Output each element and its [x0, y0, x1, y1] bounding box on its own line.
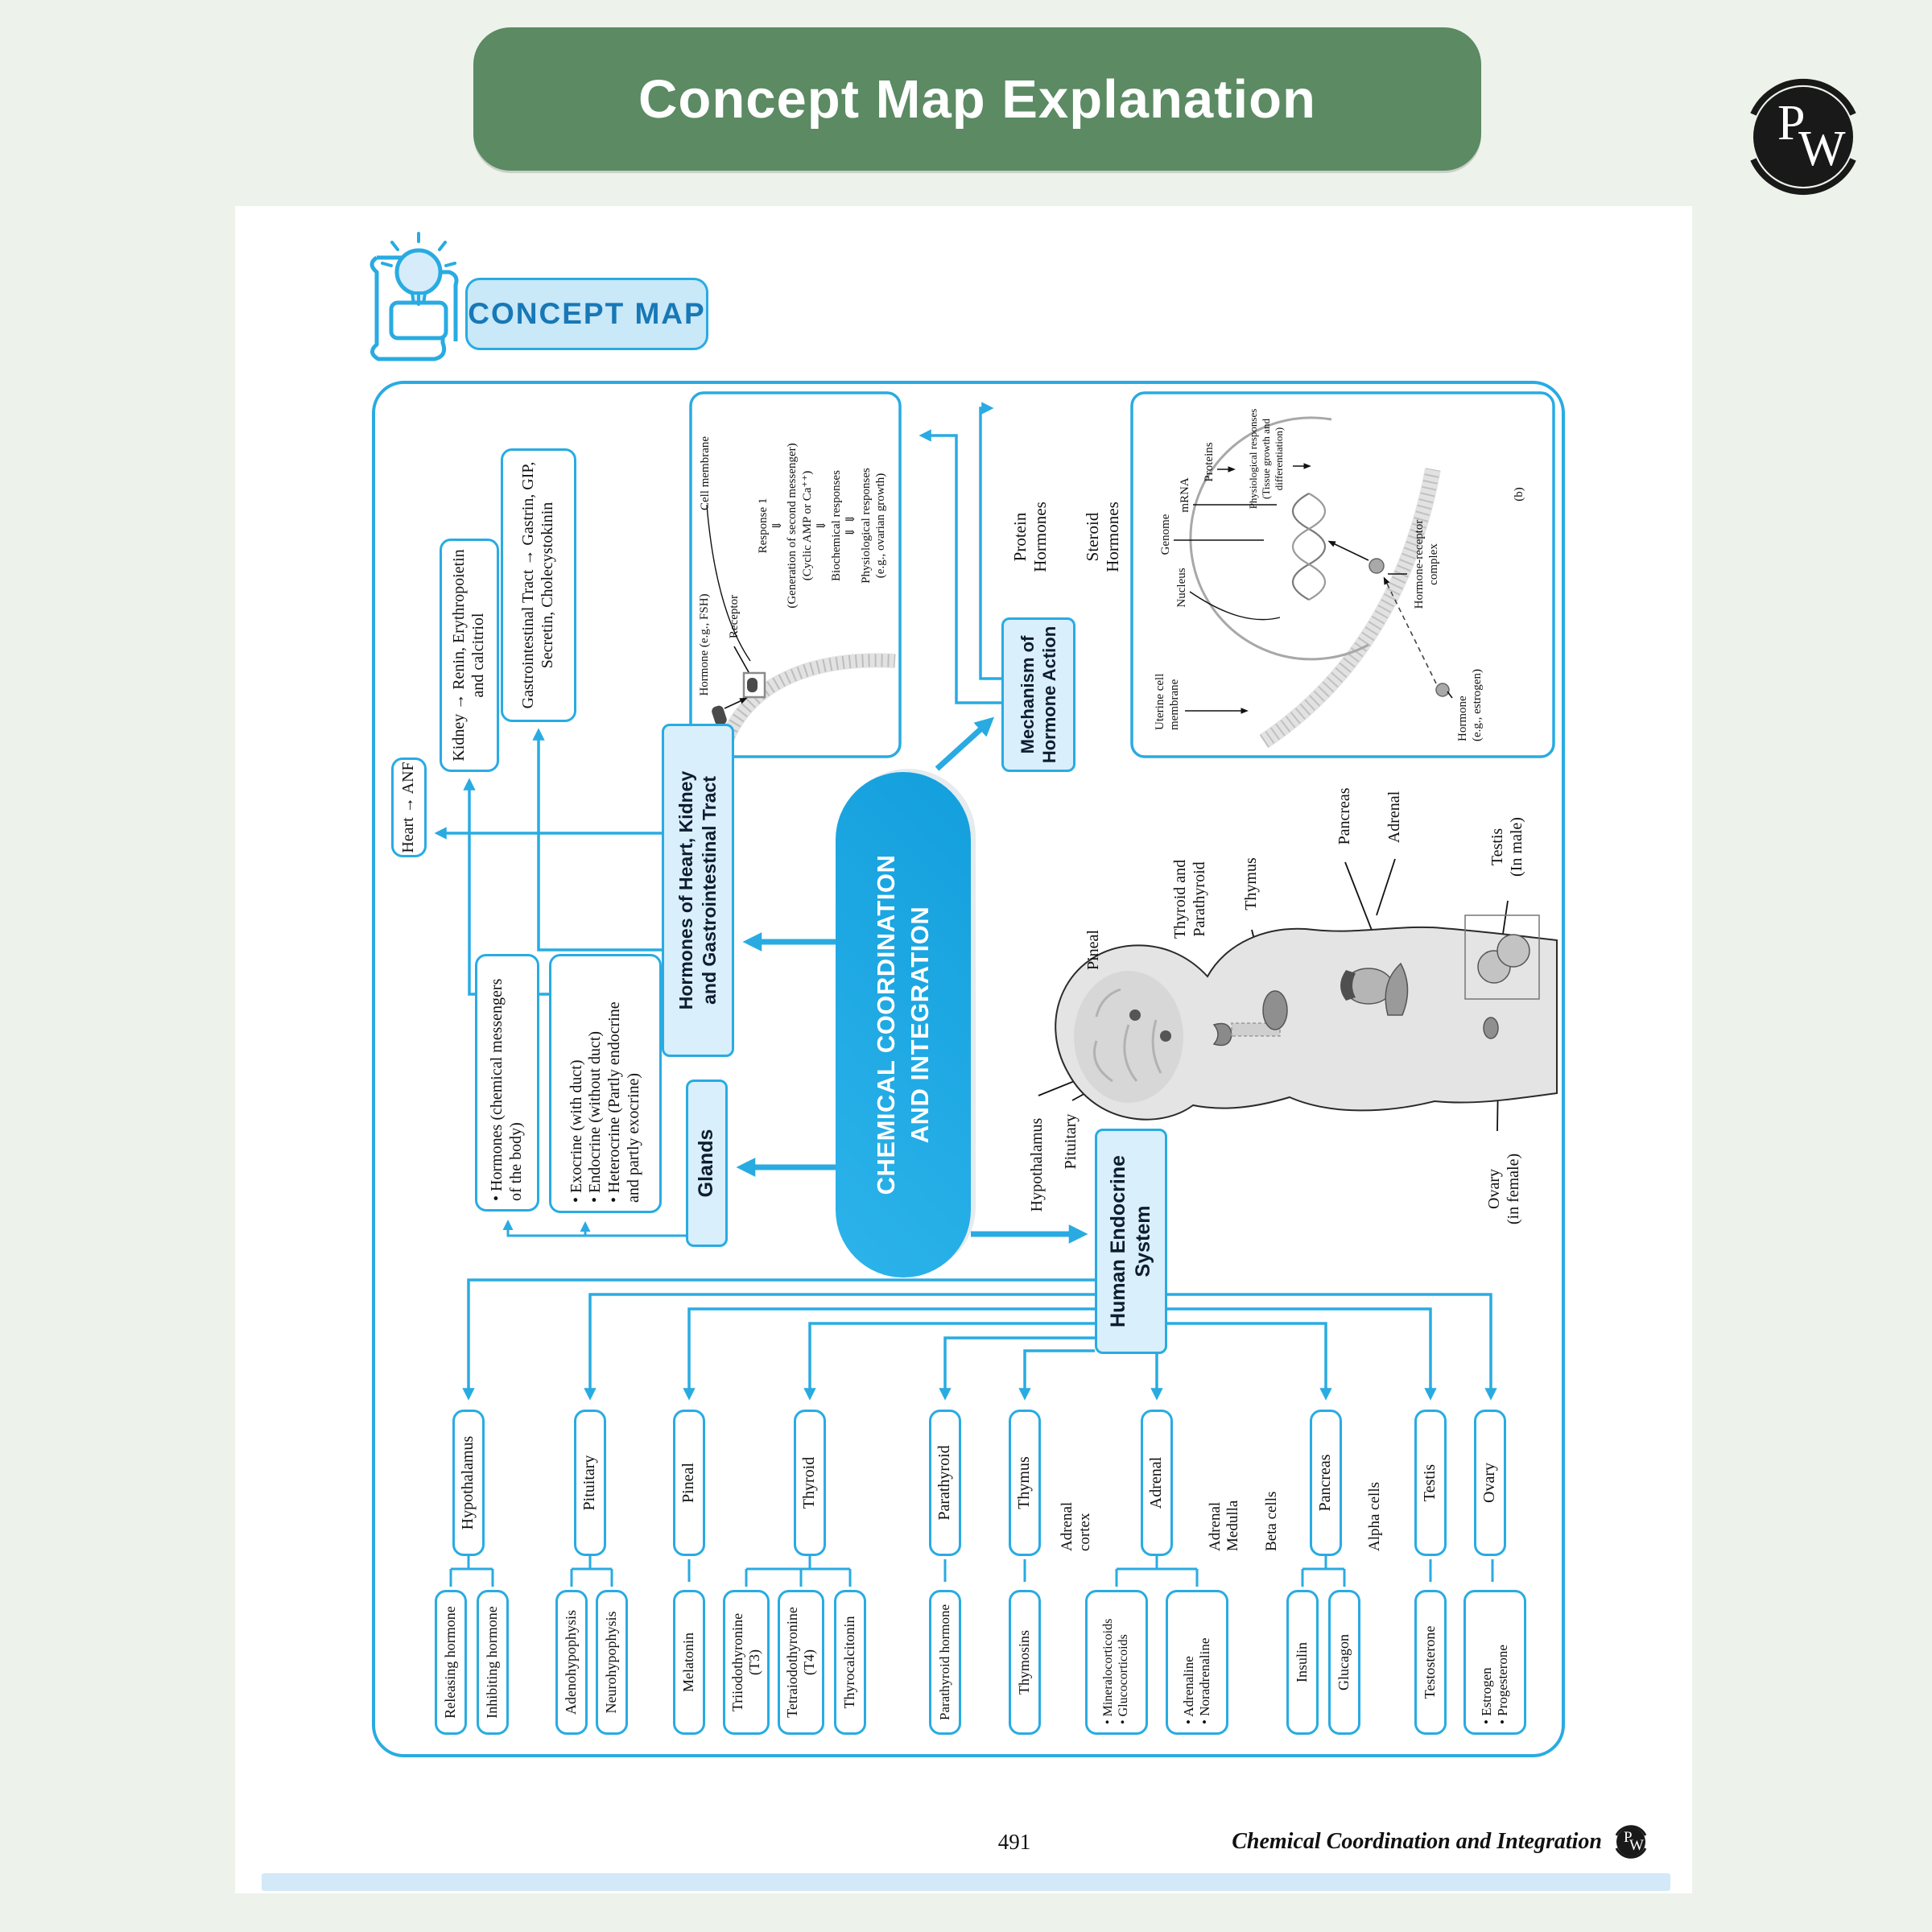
box-hormones-definition: • Hormones (chemical messengers of the b… [475, 954, 539, 1212]
gland-pineal: Pineal [673, 1410, 705, 1556]
mechanism-branch-lines [919, 402, 1001, 704]
page-banner: Concept Map Explanation [473, 27, 1481, 171]
label-pancreas: Pancreas [1335, 787, 1354, 845]
hormone-neurohypophysis: Neurohypophysis [596, 1590, 628, 1735]
label-physio-responses-b: Physiological responses (Tissue growth a… [1247, 408, 1285, 510]
hormone-inhibiting-hormone: Inhibiting hormone [477, 1590, 509, 1735]
hub-hormones-heart-kidney-git: Hormones of Heart, Kidney and Gastrointe… [662, 724, 734, 1057]
label-proteins: Proteins [1202, 442, 1216, 482]
hub-glands: Glands [686, 1080, 728, 1247]
label-protein-hormones: Protein Hormones [1010, 502, 1050, 572]
label-thyroid-parathyroid: Thyroid and Parathyroid [1171, 859, 1208, 939]
footer-pw-rings-icon [1615, 1825, 1647, 1859]
hormone-t4: Tetraiodothyronine (T4) [778, 1590, 824, 1735]
human-body-figure [1055, 914, 1558, 1121]
hormone-adrenal-cortex: • Mineralocorticoids • Glucocorticoids [1085, 1590, 1148, 1735]
hormone-parathyroid-hormone: Parathyroid hormone [929, 1590, 961, 1735]
hub-mechanism-of-hormone-action: Mechanism of Hormone Action [1001, 617, 1075, 772]
label-pineal: Pineal [1084, 930, 1103, 970]
gland-pituitary: Pituitary [574, 1410, 606, 1556]
hormone-testosterone: Testosterone [1414, 1590, 1447, 1735]
pw-logo-p: P [1777, 96, 1806, 151]
label-hormone-estrogen: Hormone (e.g., estrogen) [1455, 669, 1484, 741]
hormone-t3: Triiodothyronine (T3) [723, 1590, 770, 1735]
label-receptor: Receptor [727, 594, 741, 639]
gland-hypothalamus: Hypothalamus [452, 1410, 485, 1556]
label-steroid-hormones: Steroid Hormones [1083, 502, 1122, 572]
label-beta-cells: Beta cells [1262, 1491, 1280, 1551]
label-adrenal-cortex: Adrenal cortex [1058, 1501, 1093, 1551]
banner-title: Concept Map Explanation [638, 68, 1316, 130]
label-hormone-receptor-complex: Hormone-receptor complex [1412, 519, 1440, 609]
label-adrenal: Adrenal [1385, 791, 1404, 844]
glands-branch-lines [502, 1220, 686, 1237]
gland-thyroid: Thyroid [794, 1410, 826, 1556]
hormone-thyrocalcitonin: Thyrocalcitonin [834, 1590, 866, 1735]
hormone-adenohypophysis: Adenohypophysis [555, 1590, 588, 1735]
central-node: CHEMICAL COORDINATION AND INTEGRATION [836, 772, 971, 1278]
hormone-releasing-hormone: Releasing hormone [435, 1590, 467, 1735]
box-gland-types: • Exocrine (with duct) • Endocrine (with… [549, 954, 662, 1213]
hormone-insulin: Insulin [1286, 1590, 1319, 1735]
label-hypothalamus: Hypothalamus [1028, 1117, 1046, 1212]
pw-logo-w: W [1798, 122, 1846, 176]
label-ovary: Ovary (in female) [1485, 1153, 1522, 1225]
hormone-ovary: • Estrogen • Progesterone [1463, 1590, 1526, 1735]
hormone-melatonin: Melatonin [673, 1590, 705, 1735]
gland-thymus: Thymus [1009, 1410, 1041, 1556]
footer-chapter-title: Chemical Coordination and Integration [1232, 1829, 1602, 1854]
footer-pw-p: P [1624, 1829, 1633, 1846]
label-hormone-fsh: Hormone (e.g., FSH) [697, 593, 711, 696]
capsule-arrows [736, 716, 1088, 1244]
concept-map-bulb-icon [369, 232, 459, 361]
label-testis: Testis (In male) [1488, 817, 1525, 877]
label-uterine-cell-membrane: Uterine cell membrane [1153, 673, 1181, 730]
gland-testis: Testis [1414, 1410, 1447, 1556]
hes-fan-lines [462, 1278, 1497, 1401]
hub-human-endocrine-system: Human Endocrine System [1095, 1129, 1167, 1354]
hormone-thymosins: Thymosins [1009, 1590, 1041, 1735]
box-kidney-hormones: Kidney → Renin, Erythropoietin and calci… [440, 539, 499, 772]
label-adrenal-medulla: Adrenal Medulla [1206, 1500, 1241, 1551]
gland-parathyroid: Parathyroid [929, 1410, 961, 1556]
hormone-glucagon: Glucagon [1328, 1590, 1360, 1735]
box-heart-anf: Heart → ANF [391, 758, 427, 857]
label-cascade: Response 1 ⇓ (Generation of second messe… [756, 443, 888, 609]
concept-map-chip: CONCEPT MAP [465, 278, 708, 350]
tree-brackets [449, 1556, 1494, 1587]
label-pituitary: Pituitary [1062, 1113, 1080, 1170]
label-alpha-cells: Alpha cells [1365, 1481, 1383, 1551]
concept-map-chip-label: CONCEPT MAP [468, 297, 706, 330]
concept-map: CHEMICAL COORDINATION AND INTEGRATION Hor… [372, 381, 1565, 1757]
pw-logo: P W [1731, 64, 1876, 209]
pw-logo-rings-icon [1750, 79, 1856, 195]
hormone-adrenal-medulla: • Adrenaline • Noradrenaline [1166, 1590, 1228, 1735]
connector-lines-layer [434, 391, 1555, 1587]
page-number: 491 [997, 1829, 1031, 1854]
label-fig-b: (b) [1512, 487, 1525, 502]
label-mrna: mRNA [1178, 477, 1191, 513]
box-git-hormones: Gastrointestinal Tract → Gastrin, GIP, S… [501, 448, 576, 722]
gland-pancreas: Pancreas [1310, 1410, 1342, 1556]
footer-pw-w: W [1629, 1837, 1644, 1854]
page-bottom-strip [262, 1873, 1670, 1891]
label-thymus: Thymus [1242, 857, 1261, 910]
label-cell-membrane: Cell membrane [698, 436, 712, 511]
footer-pw-logo: P W [1610, 1821, 1652, 1863]
label-genome: Genome [1158, 514, 1172, 555]
gland-ovary: Ovary [1474, 1410, 1506, 1556]
gland-adrenal: Adrenal [1141, 1410, 1173, 1556]
diagram-b-box [1130, 391, 1555, 758]
diagram-a-box [689, 391, 902, 758]
label-nucleus: Nucleus [1174, 568, 1188, 608]
